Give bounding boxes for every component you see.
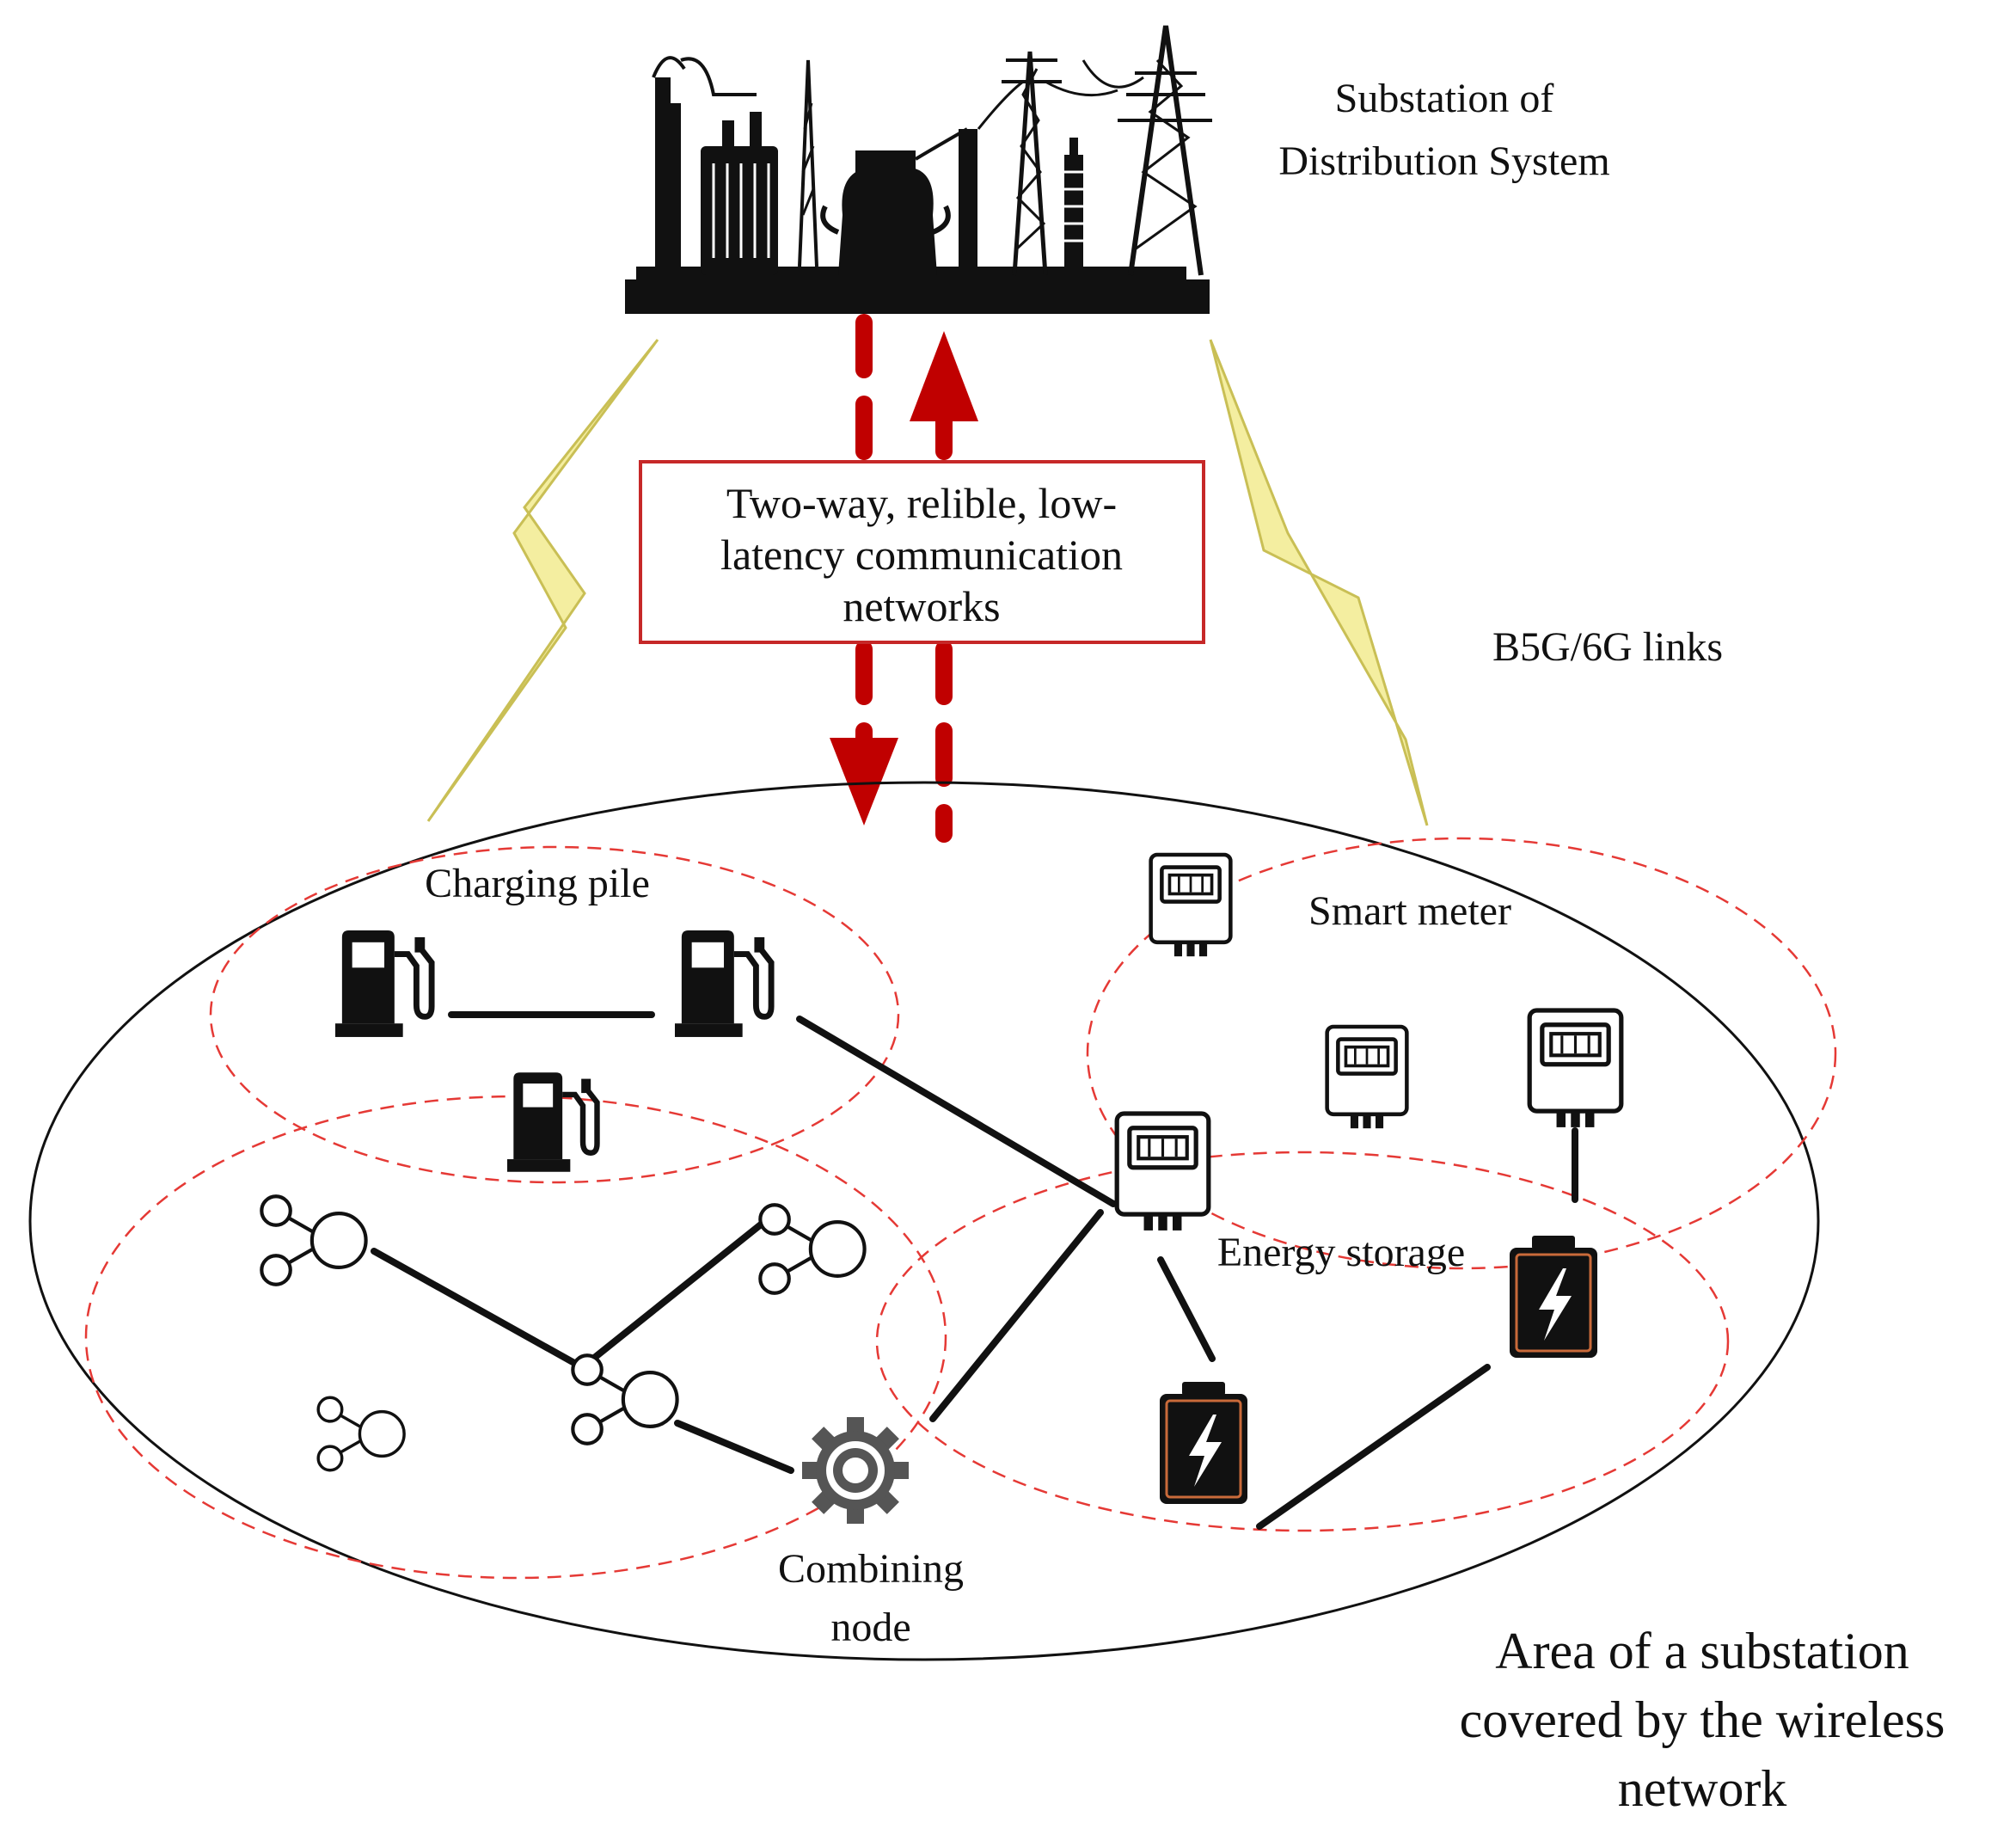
combining-node-label-line1: Combining — [778, 1546, 964, 1592]
energy-storage-zone — [875, 1151, 1730, 1532]
lightning-bolt-icon — [1209, 339, 1429, 826]
lightning-bolt-icon — [426, 339, 659, 822]
substation-title-line2: Distribution System — [1278, 138, 1609, 184]
fuel-pump-icon — [675, 930, 771, 1037]
links-label: B5G/6G links — [1492, 624, 1723, 670]
comm-box-line2: latency communication — [720, 531, 1123, 579]
combining-node-label-line2: node — [830, 1605, 910, 1650]
network-node-icon — [261, 1196, 365, 1284]
area-label-line1: Area of a substation — [1495, 1623, 1909, 1679]
battery-icon — [1508, 1234, 1599, 1359]
smart-meter-icon — [1151, 855, 1231, 956]
charging-pile-label: Charging pile — [425, 861, 650, 906]
smart-meter-icon — [1117, 1114, 1209, 1231]
fuel-pump-icon — [335, 930, 432, 1037]
coverage-area-ellipse — [28, 781, 1820, 1661]
comm-box-line3: networks — [843, 582, 1000, 630]
smart-meter-icon — [1529, 1010, 1621, 1127]
substation-title-line1: Substation of — [1335, 76, 1554, 121]
fuel-pump-icon — [507, 1072, 597, 1172]
energy-storage-label: Energy storage — [1217, 1230, 1465, 1275]
battery-icon — [1158, 1380, 1249, 1506]
smart-meter-label: Smart meter — [1308, 888, 1511, 934]
charging-pile-zone — [209, 845, 900, 1184]
substation-icon — [625, 25, 1212, 314]
communication-network-box: Two-way, relible, low- latency communica… — [639, 460, 1205, 644]
smart-meter-zone — [1086, 837, 1837, 1270]
network-node-icon — [573, 1355, 677, 1443]
area-label-line3: network — [1618, 1760, 1787, 1817]
smart-meter-icon — [1327, 1027, 1407, 1128]
connection-lines — [371, 1011, 1578, 1530]
gear-icon — [802, 1417, 909, 1524]
area-label-line2: covered by the wireless — [1460, 1691, 1946, 1748]
comm-box-line1: Two-way, relible, low- — [726, 479, 1117, 527]
network-node-icon — [316, 1396, 406, 1472]
network-node-icon — [760, 1205, 864, 1292]
